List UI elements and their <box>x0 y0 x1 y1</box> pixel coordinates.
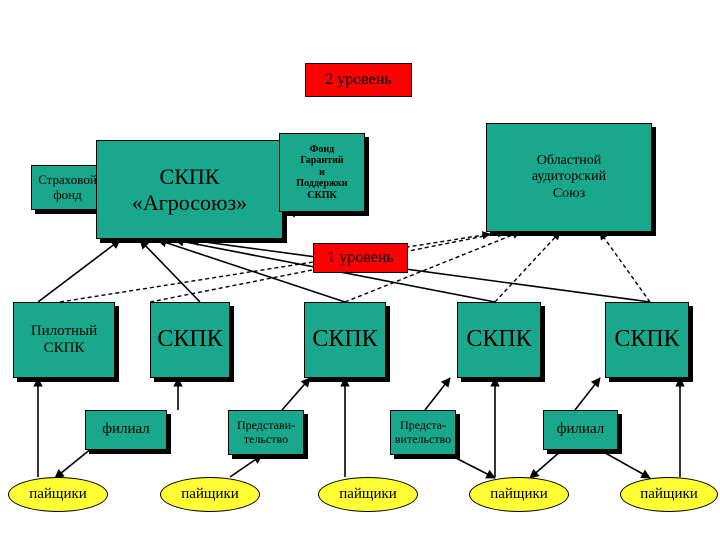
arrow-rep1-to-skpk2 <box>281 377 311 411</box>
representation-1-text: Представи- тельство <box>236 417 296 446</box>
level-2-text: 2 уровень <box>325 70 392 88</box>
members-text-3: пайщики <box>339 486 397 502</box>
members-text-5: пайщики <box>640 486 698 502</box>
members-text-2: пайщики <box>181 486 239 502</box>
pilot-skpk-text: Пилотный СКПК <box>30 322 98 356</box>
arrow-rep2-to-members4 <box>449 454 496 479</box>
members-oval-4: пайщики <box>469 477 569 512</box>
arrow-rep2-to-skpk3 <box>424 377 451 411</box>
arrow-filial-right-to-members5 <box>599 449 651 479</box>
skpk-4-text: СКПК <box>614 326 680 353</box>
guarantee-fund-box: Фонд Гарантий и Поддержки СКПК <box>279 133 365 212</box>
members-oval-5: пайщики <box>620 477 718 512</box>
pilot-skpk-box: Пилотный СКПК <box>13 302 115 378</box>
agrosoyuz-box: СКПК «Агросоюз» <box>96 140 283 239</box>
skpk-1-box: СКПК <box>150 302 230 378</box>
skpk-1-text: СКПК <box>157 326 223 353</box>
arrow-skpk2-to-agrosoyuz <box>157 238 346 303</box>
filial-right-box: филиал <box>543 410 618 450</box>
arrow-skpk1-to-agrosoyuz <box>139 239 201 303</box>
skpk-4-box: СКПК <box>605 302 689 378</box>
filial-right-text: филиал <box>556 421 605 438</box>
skpk-2-box: СКПК <box>304 302 386 378</box>
arrow-pilot-to-agrosoyuz <box>37 239 121 303</box>
representation-1-box: Представи- тельство <box>228 410 304 455</box>
arrow-skpk4-to-agrosoyuz <box>189 236 651 303</box>
arrow-filial-left-to-members1 <box>54 447 93 479</box>
skpk-3-box: СКПК <box>457 302 541 378</box>
members-oval-3: пайщики <box>318 477 418 512</box>
dashed-arrow-skpk3-to-audit <box>494 231 561 303</box>
representation-2-text: Предста- вительство <box>394 417 452 446</box>
arrow-filial-right-to-skpk4 <box>574 377 601 411</box>
dashed-arrow-skpk1-to-audit <box>149 229 506 303</box>
filial-left-text: филиал <box>102 421 150 438</box>
dashed-arrow-skpk4-to-audit <box>599 231 651 303</box>
level-1-label: 1 уровень <box>313 243 408 273</box>
members-oval-1: пайщики <box>8 477 108 512</box>
members-text-4: пайщики <box>490 486 548 502</box>
guarantee-fund-text: Фонд Гарантий и Поддержки СКПК <box>296 143 348 201</box>
filial-left-box: филиал <box>85 410 167 450</box>
dashed-arrow-skpk2-to-audit <box>344 230 521 303</box>
skpk-3-text: СКПК <box>466 326 532 353</box>
insurance-fund-text: Страховой фонд <box>38 171 97 202</box>
arrow-filial-right-to-members4 <box>529 449 563 479</box>
skpk-2-text: СКПК <box>312 326 378 353</box>
arrow-members2-to-rep1 <box>229 454 263 478</box>
members-oval-2: пайщики <box>160 477 260 512</box>
dashed-arrow-pilot-to-audit <box>59 231 491 303</box>
members-text-1: пайщики <box>29 486 87 502</box>
audit-union-text: Областной аудиторский Союз <box>531 153 607 201</box>
insurance-fund-box: Страховой фонд <box>31 165 104 210</box>
audit-union-box: Областной аудиторский Союз <box>486 123 652 232</box>
level-2-label: 2 уровень <box>305 63 412 97</box>
representation-2-box: Предста- вительство <box>390 410 456 455</box>
level-1-text: 1 уровень <box>327 248 394 266</box>
agrosoyuz-text: СКПК «Агросоюз» <box>131 164 248 215</box>
